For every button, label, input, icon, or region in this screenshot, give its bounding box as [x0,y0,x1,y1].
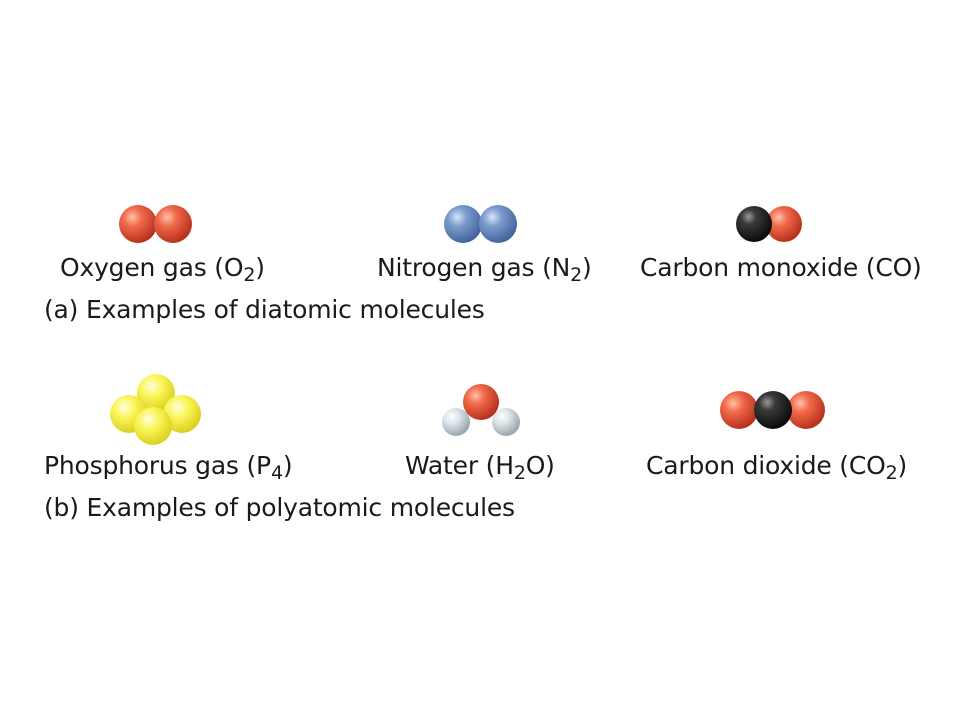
oxygen-atom [154,205,192,243]
phosphorus-gas-label: Phosphorus gas (P4) [44,451,293,484]
water-label: Water (H2O) [405,451,555,484]
phosphorus-molecule [110,374,201,445]
nitrogen-molecule [444,205,517,243]
oxygen-atom [463,384,499,420]
phosphorus-atom [137,374,175,412]
carbon-dioxide-molecule [720,391,825,429]
oxygen-molecule [119,205,192,243]
hydrogen-atom [492,408,520,436]
polyatomic-caption: (b) Examples of polyatomic molecules [44,493,515,522]
carbon-atom [736,206,772,242]
water-molecule [442,384,520,436]
hydrogen-atom [442,408,470,436]
nitrogen-gas-label: Nitrogen gas (N2) [377,253,592,286]
diatomic-caption: (a) Examples of diatomic molecules [44,295,485,324]
carbon-monoxide-label: Carbon monoxide (CO) [640,253,922,282]
carbon-atom [754,391,792,429]
oxygen-atom [787,391,825,429]
nitrogen-atom [479,205,517,243]
oxygen-atom [766,206,802,242]
carbon-dioxide-label: Carbon dioxide (CO2) [646,451,908,484]
carbon-monoxide-molecule [736,206,802,242]
nitrogen-atom [444,205,482,243]
oxygen-gas-label: Oxygen gas (O2) [60,253,265,286]
oxygen-atom [119,205,157,243]
phosphorus-atom [163,395,201,433]
oxygen-atom [720,391,758,429]
phosphorus-atom [134,407,172,445]
